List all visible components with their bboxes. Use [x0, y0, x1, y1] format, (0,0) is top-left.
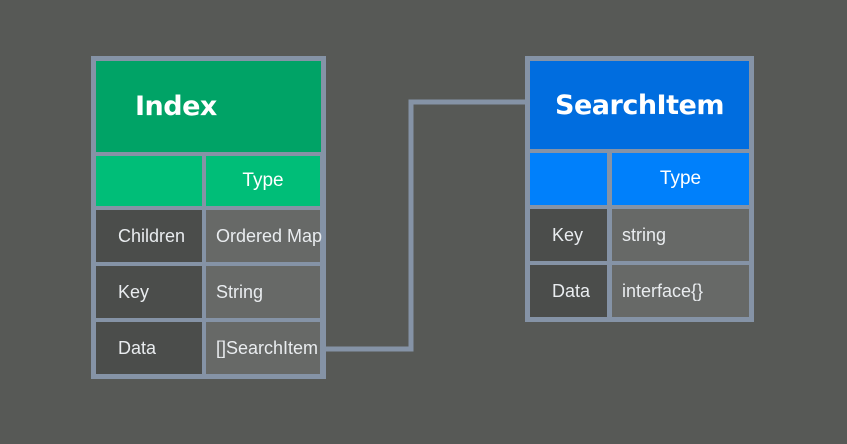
searchitem-header-blank	[530, 153, 607, 205]
searchitem-row-data-type: interface{}	[612, 265, 749, 317]
index-row-data-type: []SearchItem	[206, 322, 320, 374]
searchitem-header-type: Type	[612, 153, 749, 205]
index-row-key-type: String	[206, 266, 320, 318]
searchitem-table: SearchItem Type Key string Data interfac…	[525, 56, 754, 322]
index-title: Index	[96, 61, 321, 152]
index-table: Index Type Children Ordered Map Key Stri…	[91, 56, 326, 379]
searchitem-title: SearchItem	[530, 61, 749, 149]
searchitem-row-key-type: string	[612, 209, 749, 261]
index-row-children-type: Ordered Map	[206, 210, 322, 262]
index-row-children-label: Children	[96, 210, 202, 262]
index-row-key-label: Key	[96, 266, 202, 318]
index-header-blank	[96, 156, 202, 206]
searchitem-row-key-label: Key	[530, 209, 607, 261]
index-header-type: Type	[206, 156, 320, 206]
connector-line	[326, 99, 525, 352]
index-row-data-label: Data	[96, 322, 202, 374]
searchitem-row-data-label: Data	[530, 265, 607, 317]
